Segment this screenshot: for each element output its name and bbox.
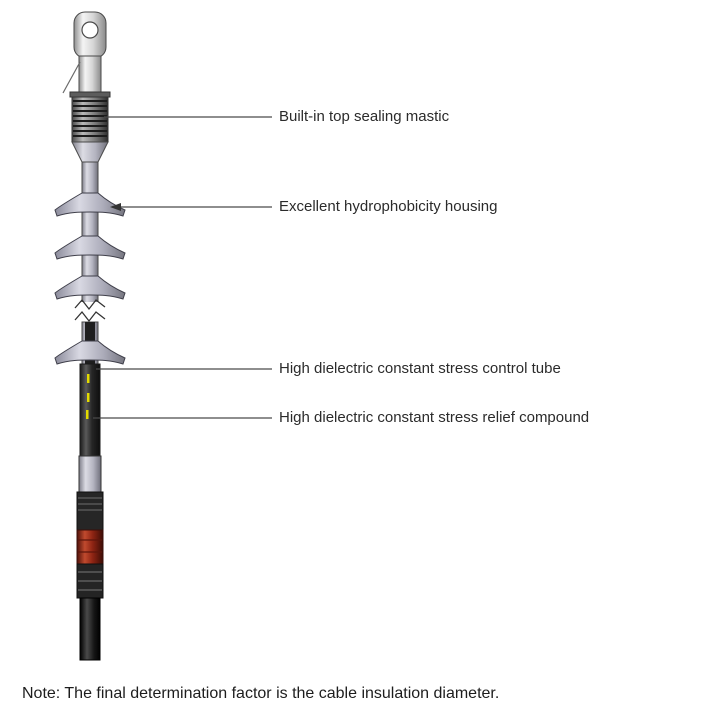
yellow-mark: [86, 410, 89, 419]
break-symbol: [74, 298, 106, 323]
housing-skirt-2: [54, 235, 126, 260]
leader-arrowhead: [110, 203, 121, 211]
red-band: [76, 529, 104, 565]
leader-lines: [93, 116, 272, 419]
yellow-mark: [87, 374, 90, 383]
label-top-sealing-mastic: Built-in top sealing mastic: [279, 108, 450, 125]
housing-skirt-1: [54, 192, 126, 217]
housing-skirt-3: [54, 275, 126, 300]
sealing-mastic-section: [69, 91, 111, 143]
cable-lug: [62, 11, 107, 95]
label-stress-control-tube: High dielectric constant stress control …: [279, 360, 561, 377]
cable-jacket: [79, 597, 101, 661]
stress-control-tube: [78, 363, 102, 493]
pull-cord: [62, 61, 81, 94]
lug-hole: [81, 21, 99, 39]
label-stress-relief-compound: High dielectric constant stress relief c…: [279, 409, 590, 426]
label-hydrophobicity-housing: Excellent hydrophobicity housing: [279, 198, 498, 215]
yellow-mark: [87, 393, 90, 402]
note-text: Note: The final determination factor is …: [22, 685, 500, 702]
housing-skirt-4: [54, 340, 126, 365]
cable-layers: [76, 491, 104, 661]
